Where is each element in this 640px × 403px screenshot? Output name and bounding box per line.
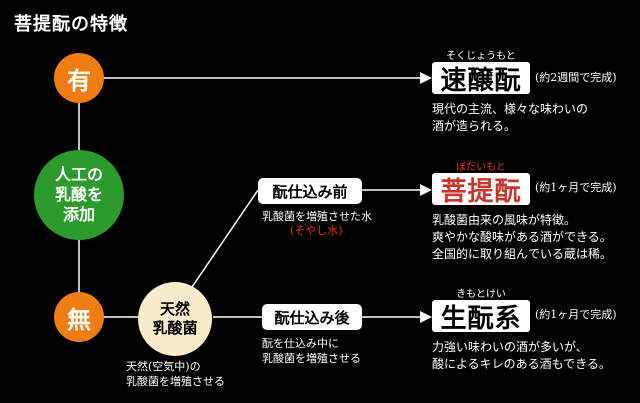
kimoto-ruby: きもとけい <box>456 289 506 300</box>
before-caption-red: (そやし水) <box>290 224 343 237</box>
line-natural-before <box>189 189 259 291</box>
sokujo-desc-line-1: 現代の主流、様々な味わいの <box>432 102 589 116</box>
sokujo-period: (約2週間で完成) <box>535 71 617 84</box>
yes-node: 有 <box>54 53 104 103</box>
arrow-head-bodai <box>420 184 432 196</box>
after-brewing-label: 酛仕込み後 <box>262 304 362 330</box>
page-title: 菩提酛の特徴 <box>14 14 128 35</box>
kimoto-name: 生酛系 <box>432 300 530 334</box>
natural-line-2: 乳酸菌 <box>152 319 198 337</box>
sokujo-name: 速醸酛 <box>432 62 530 96</box>
arrow-head-sokujo <box>420 72 432 84</box>
kimoto-desc-line-1: 力強い味わいの酒が多いが、 <box>432 340 588 354</box>
artificial-line-1: 人工の <box>54 165 103 184</box>
bodai-desc: 乳酸菌由来の風味が特徴。 爽やかな酸味がある酒ができる。 全国的に取り組んでいる… <box>432 212 612 263</box>
sokujo-ruby: そくじょうもと <box>446 51 516 62</box>
sokujo-desc: 現代の主流、様々な味わいの 酒が造られる。 <box>432 101 588 135</box>
natural-caption-line-2: 乳酸菌を増殖させる <box>126 375 225 388</box>
before-caption: 乳酸菌を増殖させた水 <box>262 210 372 223</box>
after-caption: 酛を仕込み中に 乳酸菌を増殖させる <box>262 336 361 366</box>
bodai-name: 菩提酛 <box>432 173 530 207</box>
kimoto-desc: 力強い味わいの酒が多いが、 酸によるキレのある酒もできる。 <box>432 339 611 373</box>
before-brewing-label: 酛仕込み前 <box>258 178 362 204</box>
bodai-desc-line-3: 全国的に取り組んでいる蔵は稀。 <box>432 247 613 261</box>
after-caption-line-1: 酛を仕込み中に <box>262 337 339 350</box>
kimoto-period: (約1ヶ月で完成) <box>535 308 617 321</box>
natural-caption-line-1: 天然(空気中)の <box>126 360 201 373</box>
artificial-line-3: 添加 <box>62 205 95 224</box>
no-node: 無 <box>54 292 104 342</box>
natural-lactic-node: 天然 乳酸菌 <box>138 282 212 356</box>
artificial-line-2: 乳酸を <box>54 185 103 204</box>
artificial-lactic-node: 人工の 乳酸を 添加 <box>34 150 124 240</box>
sokujo-desc-line-2: 酒が造られる。 <box>432 119 517 133</box>
bodai-ruby: ぼだいもと <box>456 162 506 173</box>
natural-line-1: 天然 <box>159 300 190 318</box>
bodai-period: (約1ヶ月で完成) <box>535 181 617 194</box>
bodai-desc-line-2: 爽やかな酸味がある酒ができる。 <box>432 230 612 244</box>
bodai-desc-line-1: 乳酸菌由来の風味が特徴。 <box>432 213 577 227</box>
natural-caption: 天然(空気中)の 乳酸菌を増殖させる <box>126 359 225 389</box>
after-caption-line-2: 乳酸菌を増殖させる <box>262 352 361 365</box>
arrow-head-kimoto <box>420 311 432 323</box>
kimoto-desc-line-2: 酸によるキレのある酒もできる。 <box>432 357 611 371</box>
